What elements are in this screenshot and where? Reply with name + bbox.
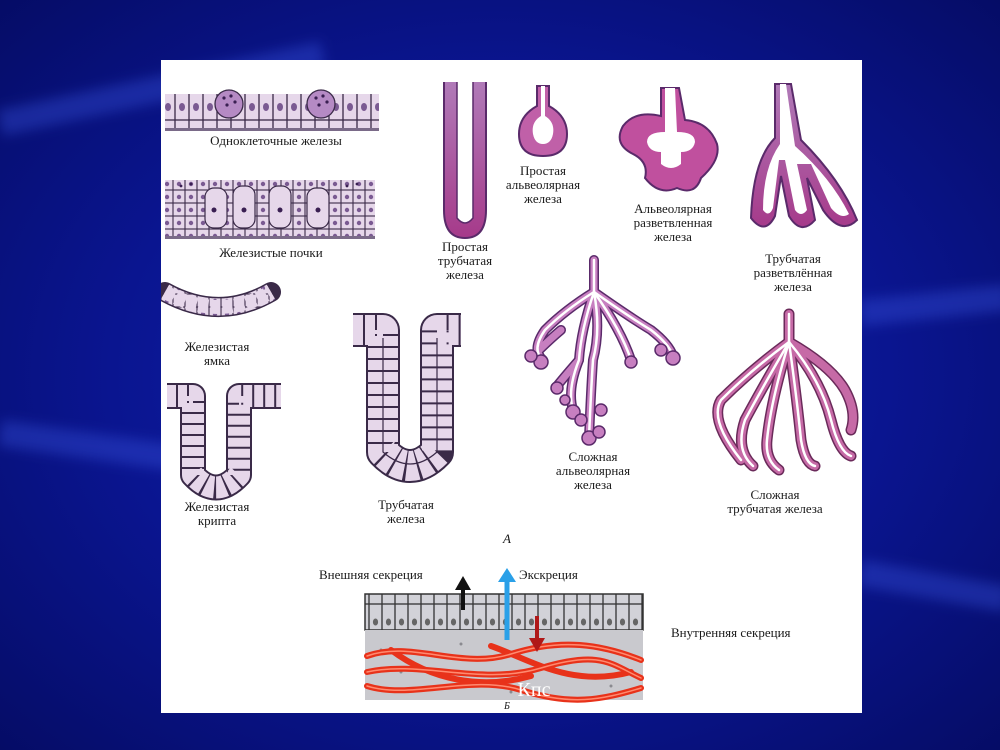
label-panel-a: А bbox=[503, 531, 511, 546]
complex-tubular-gland-drawing bbox=[712, 308, 859, 476]
complex-alveolar-gland-drawing bbox=[524, 255, 681, 446]
label-unicellular-glands: Одноклеточные железы bbox=[210, 133, 342, 148]
label-external-secretion: Внешняя секреция bbox=[319, 567, 423, 582]
simple-tubular-gland-drawing bbox=[443, 82, 487, 240]
tubular-branched-gland-drawing bbox=[749, 83, 859, 228]
label-tubular-gland: Трубчатая железа bbox=[378, 497, 434, 526]
label-simple-alveolar: Простая альвеолярная железа bbox=[505, 163, 581, 206]
label-glandular-pit: Железистая ямка bbox=[184, 339, 250, 368]
label-kps: Кпс bbox=[517, 679, 551, 701]
unicellular-glands-drawing bbox=[165, 89, 379, 131]
label-simple-tubular: Простая трубчатая железа bbox=[437, 239, 493, 282]
label-glandular-buds: Железистые почки bbox=[219, 245, 323, 260]
glandular-buds-drawing bbox=[165, 180, 375, 239]
label-internal-secretion: Внутренняя секреция bbox=[671, 625, 791, 640]
secretion-diagram bbox=[364, 568, 644, 703]
label-complex-alveolar: Сложная альвеолярная железа bbox=[555, 449, 631, 492]
tubular-gland-drawing bbox=[353, 313, 461, 483]
figure-panel: Одноклеточные железы Железистые почки Же… bbox=[161, 60, 862, 713]
gland-types-illustration bbox=[161, 82, 859, 703]
label-panel-b: Б bbox=[504, 701, 510, 712]
glandular-crypt-drawing bbox=[167, 383, 281, 501]
background-streak bbox=[857, 560, 1000, 612]
label-excretion: Экскреция bbox=[519, 567, 578, 582]
background-streak bbox=[858, 284, 1000, 326]
glandular-pit-drawing bbox=[161, 282, 281, 317]
label-tubular-branched: Трубчатая разветвлённая железа bbox=[753, 251, 833, 294]
simple-alveolar-gland-drawing bbox=[517, 85, 569, 158]
label-glandular-crypt: Железистая крипта bbox=[184, 499, 250, 528]
label-alveolar-branched: Альвеолярная разветвленная железа bbox=[633, 201, 713, 244]
alveolar-branched-gland-drawing bbox=[618, 87, 719, 192]
label-complex-tubular: Сложная трубчатая железа bbox=[727, 487, 823, 516]
